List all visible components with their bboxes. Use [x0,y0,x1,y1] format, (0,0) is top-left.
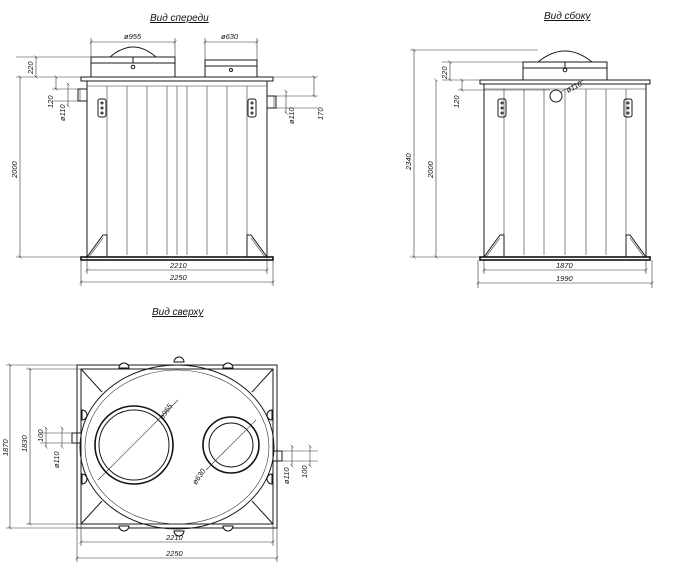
lug-icon [173,530,185,537]
dim-front-pipe-in-h: 120 [46,95,55,108]
dim-side-pipe-h: 120 [452,95,461,108]
dim-side-total: 2340 [404,152,413,171]
side-tank-body: ø110 [479,79,651,261]
dim-top-pipe-out-d: ø110 [282,467,291,484]
dim-hatch-large: ø955 [124,32,142,41]
dim-side-neck: 220 [440,66,449,80]
lug-icon [222,525,234,532]
dim-front-pipe-out-d: ø110 [287,107,296,124]
top-tank-plan: ø955 ø630 [71,356,283,537]
lug-icon [222,362,234,369]
dim-front-width-inner: 2210 [169,261,188,270]
front-view: Вид спереди [10,13,325,286]
dim-top-pipe-in-d: ø110 [52,451,61,468]
top-hatch-large [94,405,174,485]
lug-icon [173,356,185,363]
side-bottom-dims: 1870 1990 [476,260,654,288]
lug-icon [118,525,130,532]
outlet-pipe [266,95,277,109]
top-view: Вид сверху [1,307,318,562]
top-outlet-pipe [272,450,283,462]
lug-icon [118,362,130,369]
side-pipe [549,89,563,103]
dim-front-pipe-out-h: 170 [316,107,325,120]
dim-side-width-inner: 1870 [556,261,574,270]
front-view-title: Вид спереди [150,13,209,24]
lug-icon [81,473,88,485]
dim-top-width-inner: 2210 [165,533,184,542]
side-view-title: Вид сбоку [544,10,591,22]
top-bottom-dims: 2210 2250 [75,524,279,562]
front-left-dims: 220 2000 120 ø110 [10,55,91,259]
hatch-large [90,46,176,78]
dim-front-width-outer: 2250 [169,273,188,282]
dim-front-pipe-in-d: ø110 [58,104,67,121]
top-view-title: Вид сверху [152,307,204,318]
dim-top-pipe-in-off: 100 [36,429,45,442]
dim-top-pipe-out-off: 100 [300,465,309,478]
dim-top-height-inner: 1830 [20,434,29,452]
side-view: Вид сбоку [404,10,654,288]
dim-top-width-outer: 2250 [165,549,184,558]
lug-icon [266,473,273,485]
front-right-dims: ø110 170 [273,75,325,124]
top-inlet-pipe [71,432,82,444]
dim-front-body: 2000 [10,160,19,179]
dim-top-hatch-small: ø630 [190,466,208,486]
dim-hatch-small: ø630 [221,32,239,41]
dim-front-neck: 220 [26,61,35,75]
side-left-dims: 220 120 2000 2340 [404,48,550,259]
dim-side-body: 2000 [426,160,435,179]
front-top-dims: ø955 ø630 [89,32,259,60]
inlet-pipe [77,88,88,102]
front-tank-body [80,76,274,261]
top-hatch-small [202,416,260,474]
top-right-dims: ø110 100 [282,444,318,484]
lug-icon [266,409,273,421]
dim-side-width-outer: 1990 [556,274,574,283]
hatch-small [204,59,258,78]
dim-top-height-outer: 1870 [1,438,10,456]
front-bottom-dims: 2210 2250 [79,257,275,286]
side-hatch [522,50,608,81]
top-left-dims: 1870 1830 100 ø110 [1,363,81,530]
dim-top-hatch-large: ø955 [157,401,175,421]
lug-icon [81,409,88,421]
